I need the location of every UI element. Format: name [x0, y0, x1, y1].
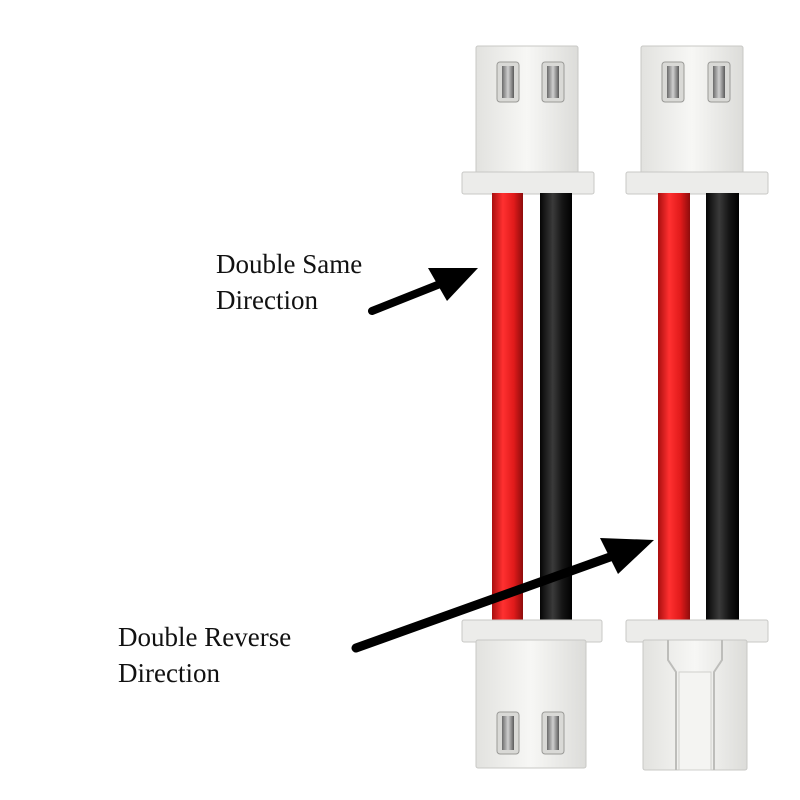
right-bottom-connector	[625, 619, 769, 771]
label-same-line1: Double Same	[216, 249, 363, 279]
arrow-same-icon	[368, 268, 478, 315]
left-bottom-connector	[461, 619, 603, 769]
label-reverse-line2: Direction	[118, 658, 220, 688]
label-reverse-line1: Double Reverse	[118, 622, 292, 652]
right-cable	[625, 45, 769, 771]
left-cable	[461, 45, 603, 769]
label-double-reverse-direction: Double Reverse Direction	[118, 619, 348, 691]
label-same-line2: Direction	[216, 285, 318, 315]
label-double-same-direction: Double Same Direction	[216, 246, 416, 318]
left-red-wire	[492, 193, 523, 623]
right-black-wire	[706, 193, 739, 623]
left-black-wire	[540, 193, 572, 623]
right-red-wire	[658, 193, 690, 623]
left-top-connector	[461, 45, 595, 195]
right-top-connector	[625, 45, 769, 195]
arrow-reverse-icon	[351, 538, 654, 653]
